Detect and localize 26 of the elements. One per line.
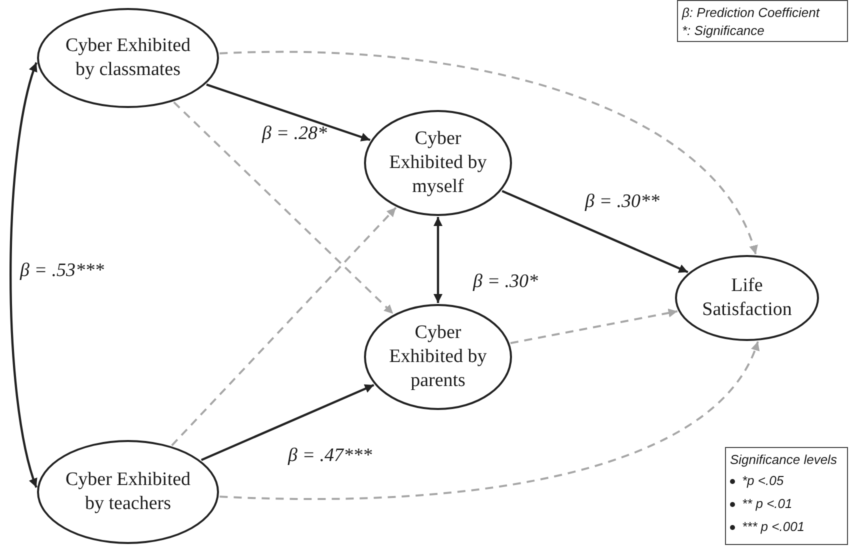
node-text: Cyber Exhibited by classmates	[64, 34, 192, 82]
arrow	[206, 84, 370, 142]
node-text: Cyber Exhibited by myself	[388, 127, 488, 199]
dashed-arrow	[510, 308, 678, 344]
edge-label: β = .47***	[288, 444, 372, 468]
double-arrow	[10, 62, 38, 488]
dashed-arrow	[220, 50, 757, 255]
arrow	[200, 384, 374, 462]
node-text: Life Satisfaction	[701, 274, 793, 322]
edge-label: β = .53***	[20, 259, 104, 283]
legend-text: β: Prediction Coefficient	[682, 4, 820, 22]
legend-item: *** p <.001	[742, 518, 805, 536]
dashed-arrow	[220, 341, 759, 500]
legend-item: *p <.05	[742, 472, 784, 490]
double-arrow	[434, 217, 442, 303]
dashed-arrow	[171, 207, 397, 446]
edge-label: β = .30**	[585, 190, 660, 214]
node-text: Cyber Exhibited by parents	[388, 321, 488, 393]
legend-item: ** p <.01	[742, 495, 792, 513]
arrow	[502, 190, 688, 274]
edge-label: β = .28*	[262, 122, 328, 146]
dashed-arrow	[173, 102, 394, 314]
edge-label: β = .30*	[473, 270, 538, 294]
node-text: Cyber Exhibited by teachers	[64, 468, 192, 516]
legend-title: Significance levels	[730, 451, 837, 469]
legend-text: *: Significance	[682, 22, 764, 40]
